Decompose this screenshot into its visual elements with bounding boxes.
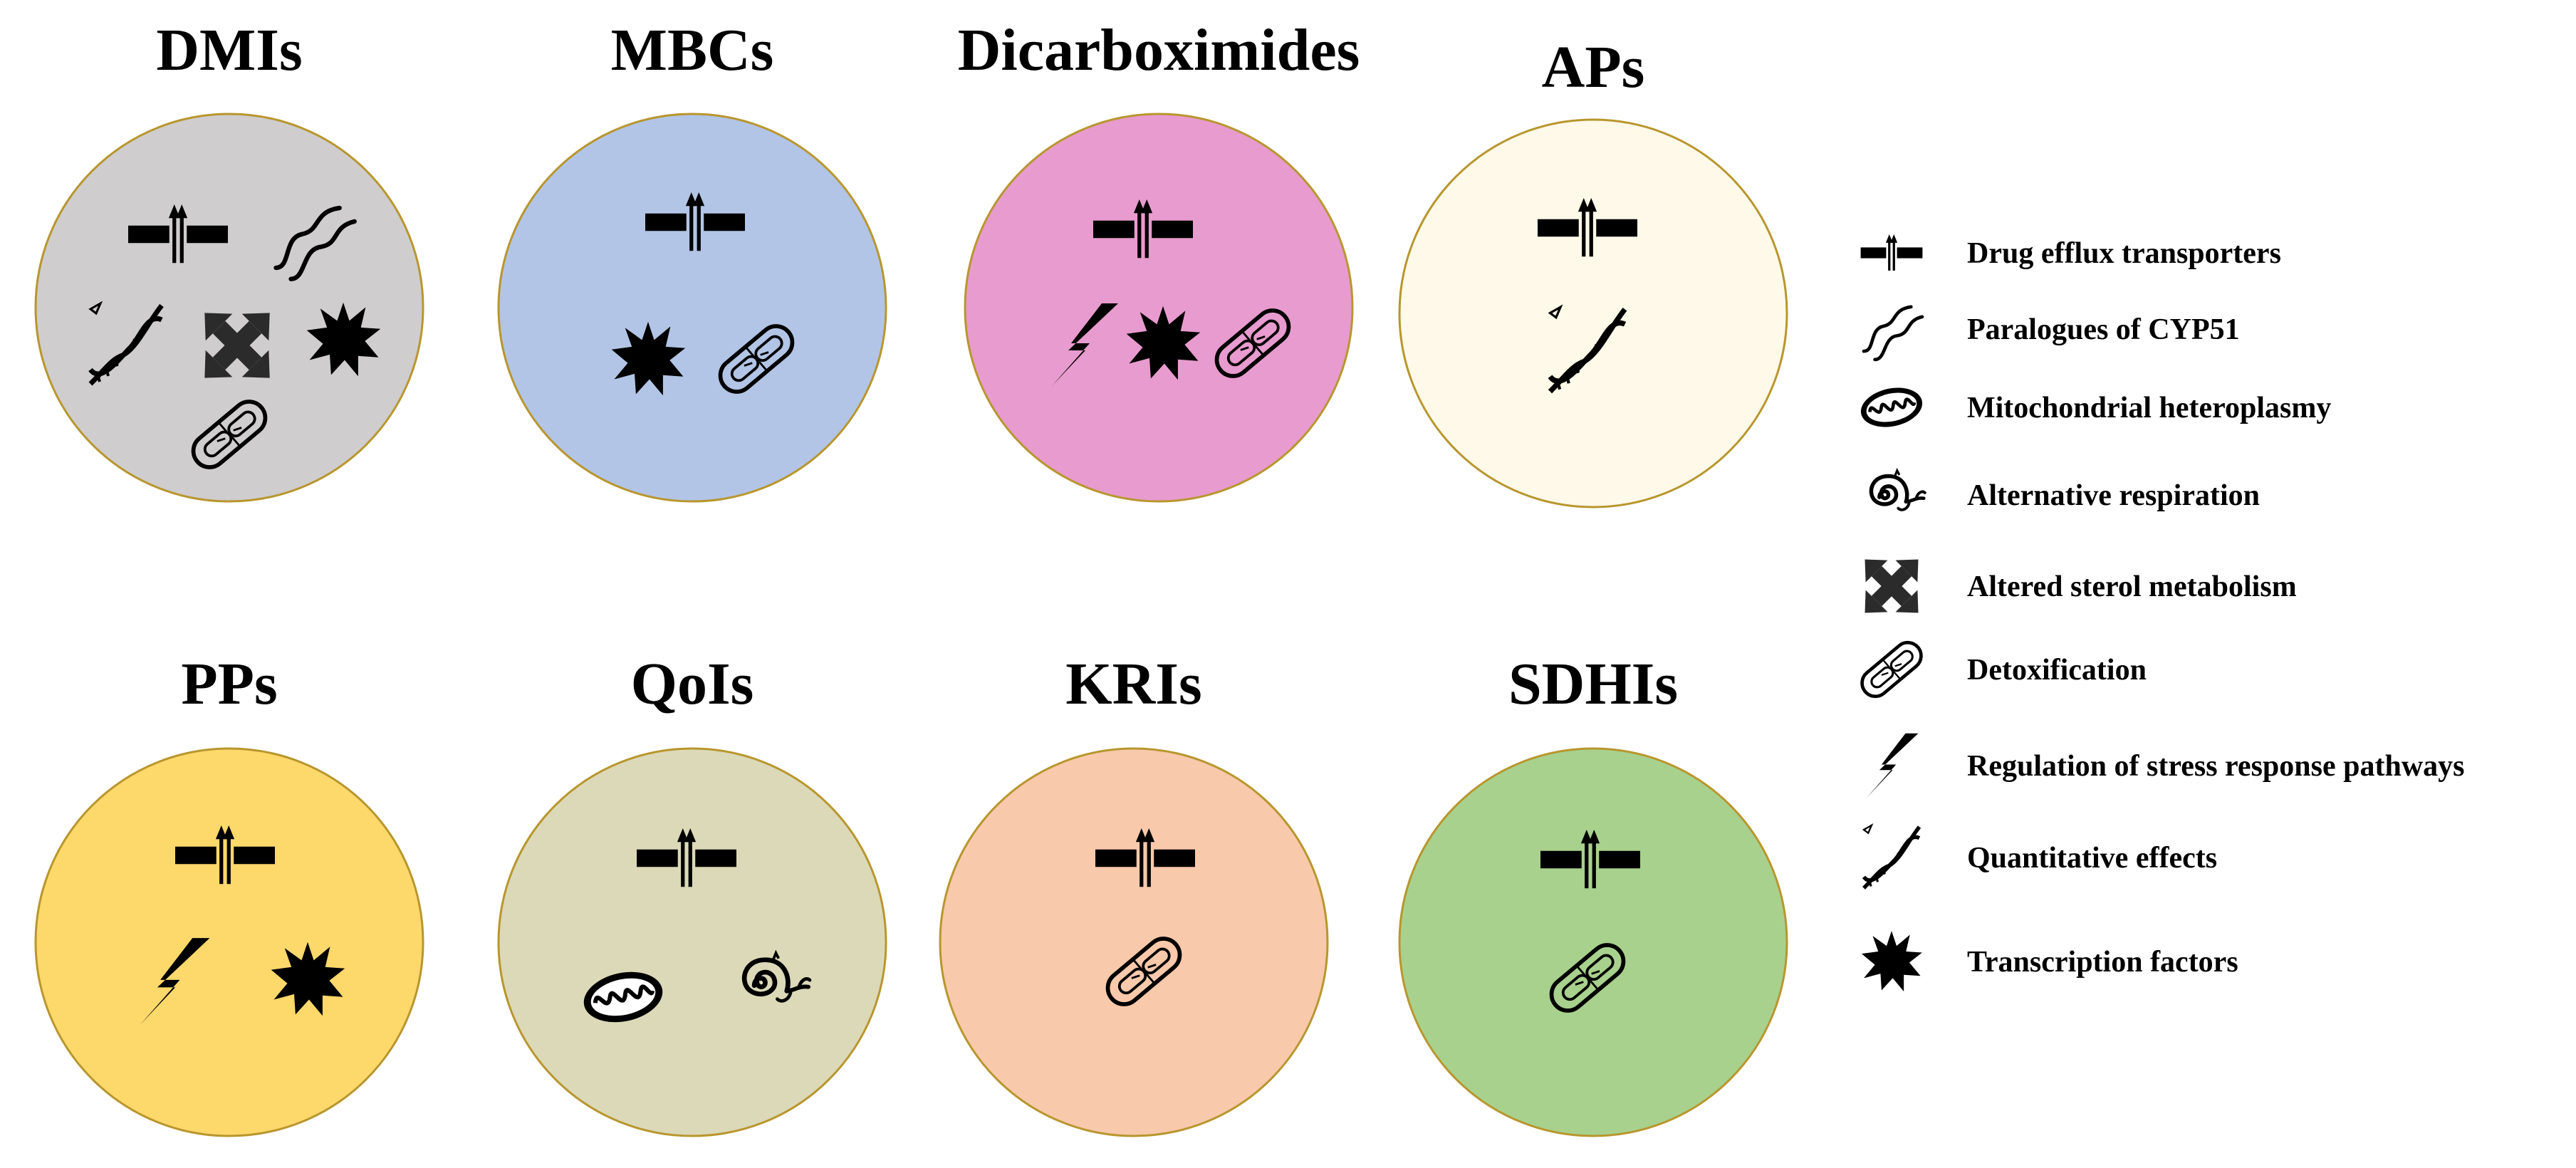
group-sdhis: SDHIs [1398,651,1788,1137]
group-circle [1398,118,1788,509]
group-aps: APs [1398,34,1788,509]
group-pps: PPs [34,651,424,1137]
group-dicarboximides: Dicarboximides [958,17,1360,503]
group-mbcs: MBCs [497,17,887,503]
legend-label: Paralogues of CYP51 [1967,313,2240,346]
group-circle [497,113,887,503]
legend-label: Drug efflux transporters [1967,237,2281,270]
group-title: APs [1542,34,1645,100]
group-title: DMIs [156,17,302,83]
transcription-icon [1861,931,1922,992]
group-title: SDHIs [1508,651,1678,717]
legend-item-altresp: Alternative respiration [1871,471,2260,512]
legend-label: Alternative respiration [1967,479,2260,512]
legend-item-quantitative: Quantitative effects [1864,825,2217,888]
legend-label: Quantitative effects [1967,842,2217,875]
mito-icon [1857,382,1926,432]
legend-item-transcription: Transcription factors [1861,931,2238,992]
group-dmis: DMIs [34,17,424,503]
legend-label: Detoxification [1967,654,2147,687]
legend-item-sterol: Altered sterol metabolism [1837,532,2297,640]
group-title: QoIs [631,651,754,717]
group-qois: QoIs [497,651,887,1137]
detox-icon [1857,637,1926,702]
legend-label: Transcription factors [1967,946,2238,979]
legend-item-stress: Regulation of stress response pathways [1866,733,2465,798]
legend-item-mito: Mitochondrial heteroplasmy [1857,382,2331,432]
legend-item-detox: Detoxification [1857,637,2147,702]
paralogue-icon [1864,307,1922,360]
group-circle [1398,747,1788,1137]
group-title: MBCs [611,17,774,83]
efflux-icon [1861,234,1923,271]
legend-label: Mitochondrial heteroplasmy [1967,392,2331,424]
group-circle [497,747,887,1137]
altresp-icon [1871,471,1924,510]
legend-item-paralogue: Paralogues of CYP51 [1864,307,2240,360]
group-circle [939,747,1329,1137]
group-title: KRIs [1065,651,1201,717]
group-circle [964,113,1354,503]
group-title: Dicarboximides [958,17,1360,83]
stress-icon [1866,733,1919,798]
group-kris: KRIs [939,651,1329,1137]
legend-label: Altered sterol metabolism [1967,570,2297,603]
group-circle [34,747,424,1137]
legend-item-efflux: Drug efflux transporters [1861,234,2281,271]
sterol-icon [1837,532,1946,640]
group-title: PPs [181,651,277,717]
legend-label: Regulation of stress response pathways [1967,750,2465,783]
quantitative-icon [1864,825,1919,888]
